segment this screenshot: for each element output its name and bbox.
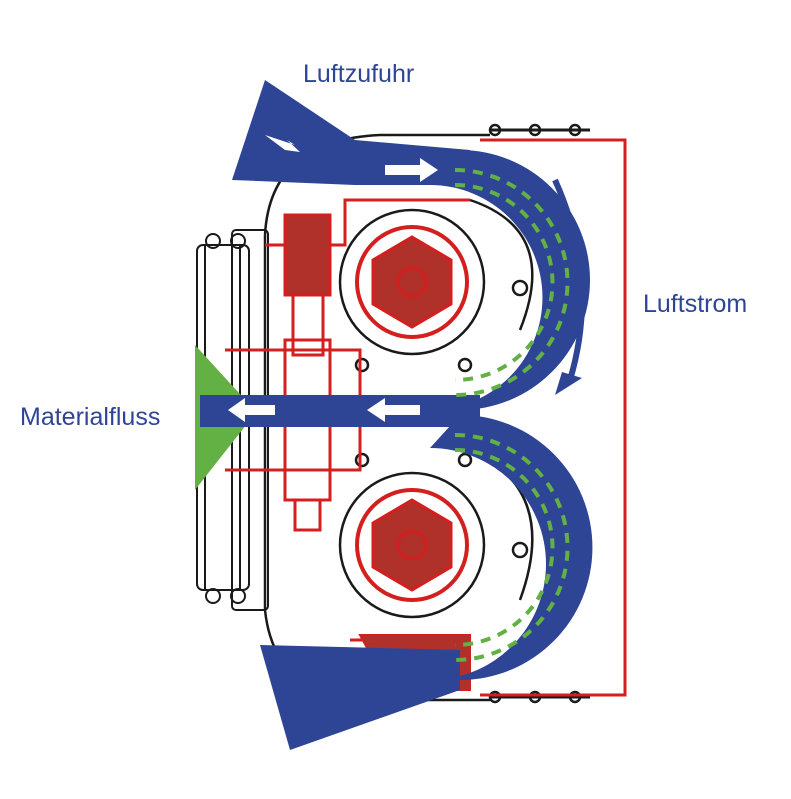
lower-rotor xyxy=(338,471,486,619)
label-air-intake: Luftzufuhr xyxy=(303,60,415,88)
upper-rotor xyxy=(338,208,486,356)
air-stream-arrow xyxy=(552,178,585,395)
material-dashes xyxy=(454,168,570,662)
label-air-flow: Luftstrom xyxy=(643,290,748,318)
flow-arrows xyxy=(228,135,438,422)
pressing-unit xyxy=(283,213,332,532)
label-material-flow: Materialfluss xyxy=(20,403,161,431)
